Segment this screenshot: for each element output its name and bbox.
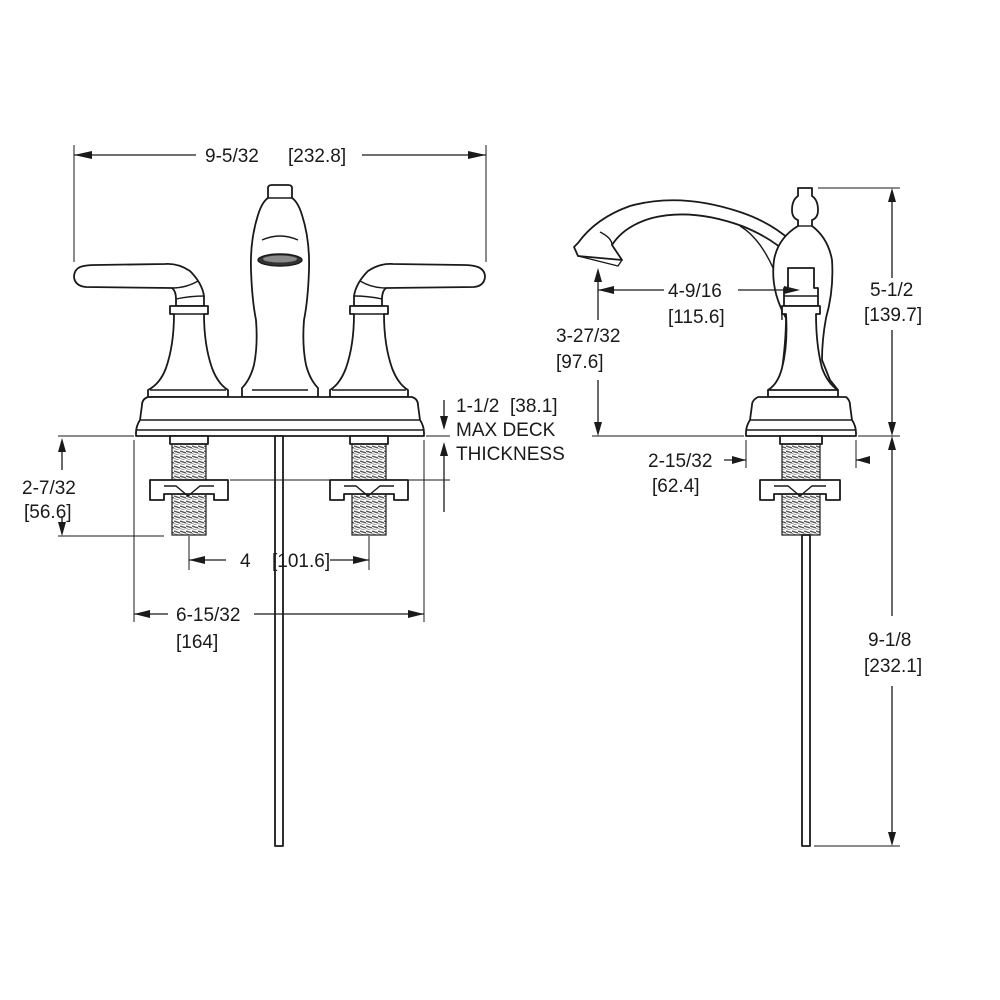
side-view <box>573 187 857 847</box>
base-width-metric: [164] <box>176 632 218 653</box>
overall-width-imperial: 9-5/32 <box>205 146 259 167</box>
dimension-labels: 9-5/32 [232.8] 1-1/2 [38.1] MAX DECK THI… <box>22 146 922 677</box>
side-mounting-nut <box>759 479 841 501</box>
max-deck-imperial: 1-1/2 <box>456 396 499 417</box>
side-base <box>745 396 857 437</box>
shank-length-metric: [56.6] <box>24 502 72 523</box>
right-handle <box>353 262 486 307</box>
drain-lift-rod-front <box>274 435 284 847</box>
dimension-lines <box>58 145 900 847</box>
base-depth-metric: [62.4] <box>652 476 700 497</box>
front-view <box>73 184 486 847</box>
left-handle <box>73 262 205 307</box>
overall-height-imperial: 5-1/2 <box>870 280 913 301</box>
base-plate <box>135 396 425 437</box>
drain-lift-rod-side <box>801 534 811 847</box>
center-spout <box>241 184 319 398</box>
left-mounting-nut <box>149 479 229 501</box>
shank-length-imperial: 2-7/32 <box>22 478 76 499</box>
overall-width-metric: [232.8] <box>288 146 346 167</box>
thickness-label: THICKNESS <box>456 444 565 465</box>
max-deck-metric: [38.1] <box>510 396 558 417</box>
left-valve-body <box>147 305 229 398</box>
right-valve-body <box>329 305 409 398</box>
base-depth-imperial: 2-15/32 <box>648 451 712 472</box>
rod-length-imperial: 9-1/8 <box>868 630 911 651</box>
side-spout <box>573 199 791 261</box>
right-mounting-nut <box>329 479 409 501</box>
center-spacing-metric: [101.6] <box>272 551 330 572</box>
spout-height-metric: [97.6] <box>556 352 604 373</box>
spout-reach-metric: [115.6] <box>668 307 725 328</box>
max-deck-label: MAX DECK <box>456 420 556 441</box>
rod-length-metric: [232.1] <box>864 656 922 677</box>
center-spacing-imperial: 4 <box>240 551 251 572</box>
side-handle-stem <box>783 267 819 307</box>
spout-height-imperial: 3-27/32 <box>556 326 620 347</box>
overall-height-metric: [139.7] <box>864 305 922 326</box>
spout-reach-imperial: 4-9/16 <box>668 281 722 302</box>
base-width-imperial: 6-15/32 <box>176 605 240 626</box>
